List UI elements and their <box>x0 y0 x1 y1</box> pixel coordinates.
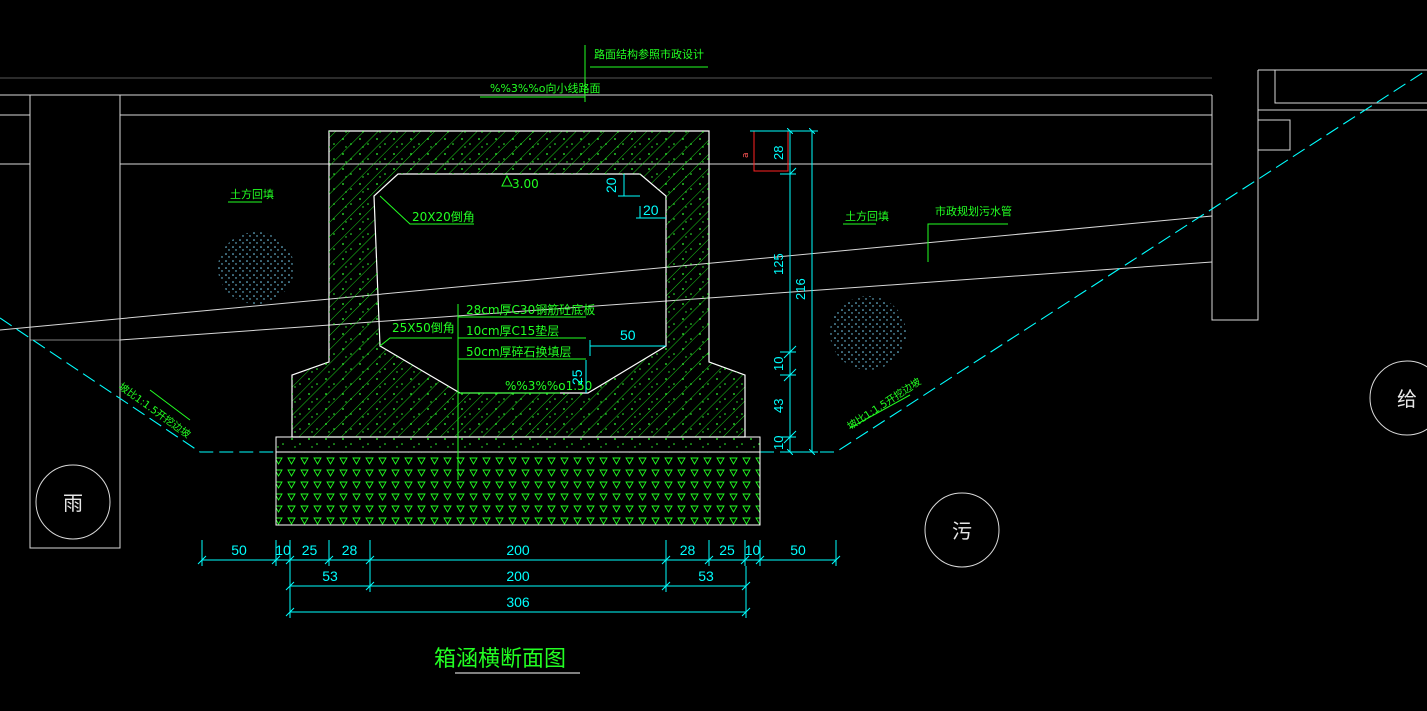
layer-1-label: 28cm厚C30钢筋砼底板 <box>466 302 595 317</box>
dimension-tick <box>661 581 671 591</box>
dimension-value-row1: 200 <box>506 542 530 558</box>
dimension-value-row1: 25 <box>302 542 318 558</box>
bottom-dimension-texts: 50 10 25 28 200 28 25 10 50 53 200 53 306 <box>231 542 806 610</box>
dim-v-43: 43 <box>771 399 786 413</box>
road-structure-note: 路面结构参照市政设计 <box>594 47 704 61</box>
dimension-tick <box>285 555 295 565</box>
dimension-tick <box>271 555 281 565</box>
dimension-value-row3: 306 <box>506 594 530 610</box>
dimension-tick <box>324 555 334 565</box>
dim-v-125: 125 <box>771 253 786 275</box>
utility-circles <box>35 360 1427 568</box>
sewage-pipe-label: 污 <box>952 519 972 543</box>
bottom-dimensions <box>197 540 841 618</box>
elevation-triangle-icon <box>501 174 513 187</box>
backfill-right-label: 土方回填 <box>845 209 889 223</box>
water-supply-label: 给 <box>1397 387 1417 411</box>
red-marker-label: a <box>741 152 751 158</box>
dimension-tick <box>661 555 671 565</box>
dimension-tick <box>197 555 207 565</box>
dim-v-216: 216 <box>793 278 808 300</box>
dim-v-10-b: 10 <box>771 436 786 450</box>
cushion-layer <box>275 436 761 453</box>
dim-v-28: 28 <box>771 146 786 160</box>
dimension-value-row1: 50 <box>231 542 247 558</box>
dimension-value-row1: 10 <box>745 542 761 558</box>
dim-20-vertical: 20 <box>603 177 619 193</box>
backfill-blob-right <box>830 296 906 370</box>
dimension-value-row1: 50 <box>790 542 806 558</box>
backfill-blob-left <box>218 232 294 304</box>
dimension-value-row1: 28 <box>342 542 358 558</box>
drawing-title: 箱涵横断面图 <box>434 647 566 672</box>
right-dimensions <box>750 131 818 452</box>
inner-elevation-label: 3.00 <box>512 177 539 191</box>
top-chamfer-label: 20X20倒角 <box>412 210 475 224</box>
dim-20-horizontal: 20 <box>643 202 659 218</box>
backfill-left-label: 土方回填 <box>230 187 274 201</box>
dim-25-inner: 25 <box>569 369 585 385</box>
sewage-pipe-circle <box>924 492 1000 568</box>
rain-pipe-label: 雨 <box>63 491 83 515</box>
dimension-tick <box>740 555 750 565</box>
dimension-tick <box>741 607 751 617</box>
dimension-tick <box>755 555 765 565</box>
dimension-tick <box>285 607 295 617</box>
bottom-chamfer-label: 25X50倒角 <box>392 321 455 335</box>
layer-3-label: 50cm厚碎石换填层 <box>466 344 572 359</box>
bottom-slope-label: %%3%%o1.50 <box>505 379 592 393</box>
dimension-tick <box>741 581 751 591</box>
dimension-tick <box>365 555 375 565</box>
layer-2-label: 10cm厚C15垫层 <box>466 323 559 338</box>
dimension-value-row2: 200 <box>506 568 530 584</box>
dim-v-10-a: 10 <box>771 357 786 371</box>
dimension-tick <box>285 581 295 591</box>
dimension-value-row2: 53 <box>322 568 338 584</box>
dimension-tick <box>704 555 714 565</box>
dimension-value-row1: 28 <box>680 542 696 558</box>
sewer-pipe-label: 市政规划污水管 <box>935 204 1012 218</box>
dimension-value-row2: 53 <box>698 568 714 584</box>
dimension-value-row1: 25 <box>719 542 735 558</box>
left-slope-label: 坡比1:1.5开挖边坡 <box>116 380 193 441</box>
dim-50-inner: 50 <box>620 327 636 343</box>
water-supply-circle <box>1369 360 1427 436</box>
dimension-value-row1: 10 <box>275 542 291 558</box>
rain-pipe-circle <box>35 464 111 540</box>
inner-dimensions <box>585 174 666 393</box>
leader-lines <box>149 45 1008 480</box>
dimension-tick <box>365 581 375 591</box>
road-level-note: %%3%%o向小线路面 <box>490 81 601 95</box>
dimension-tick <box>831 555 841 565</box>
gravel-layer <box>275 451 761 526</box>
